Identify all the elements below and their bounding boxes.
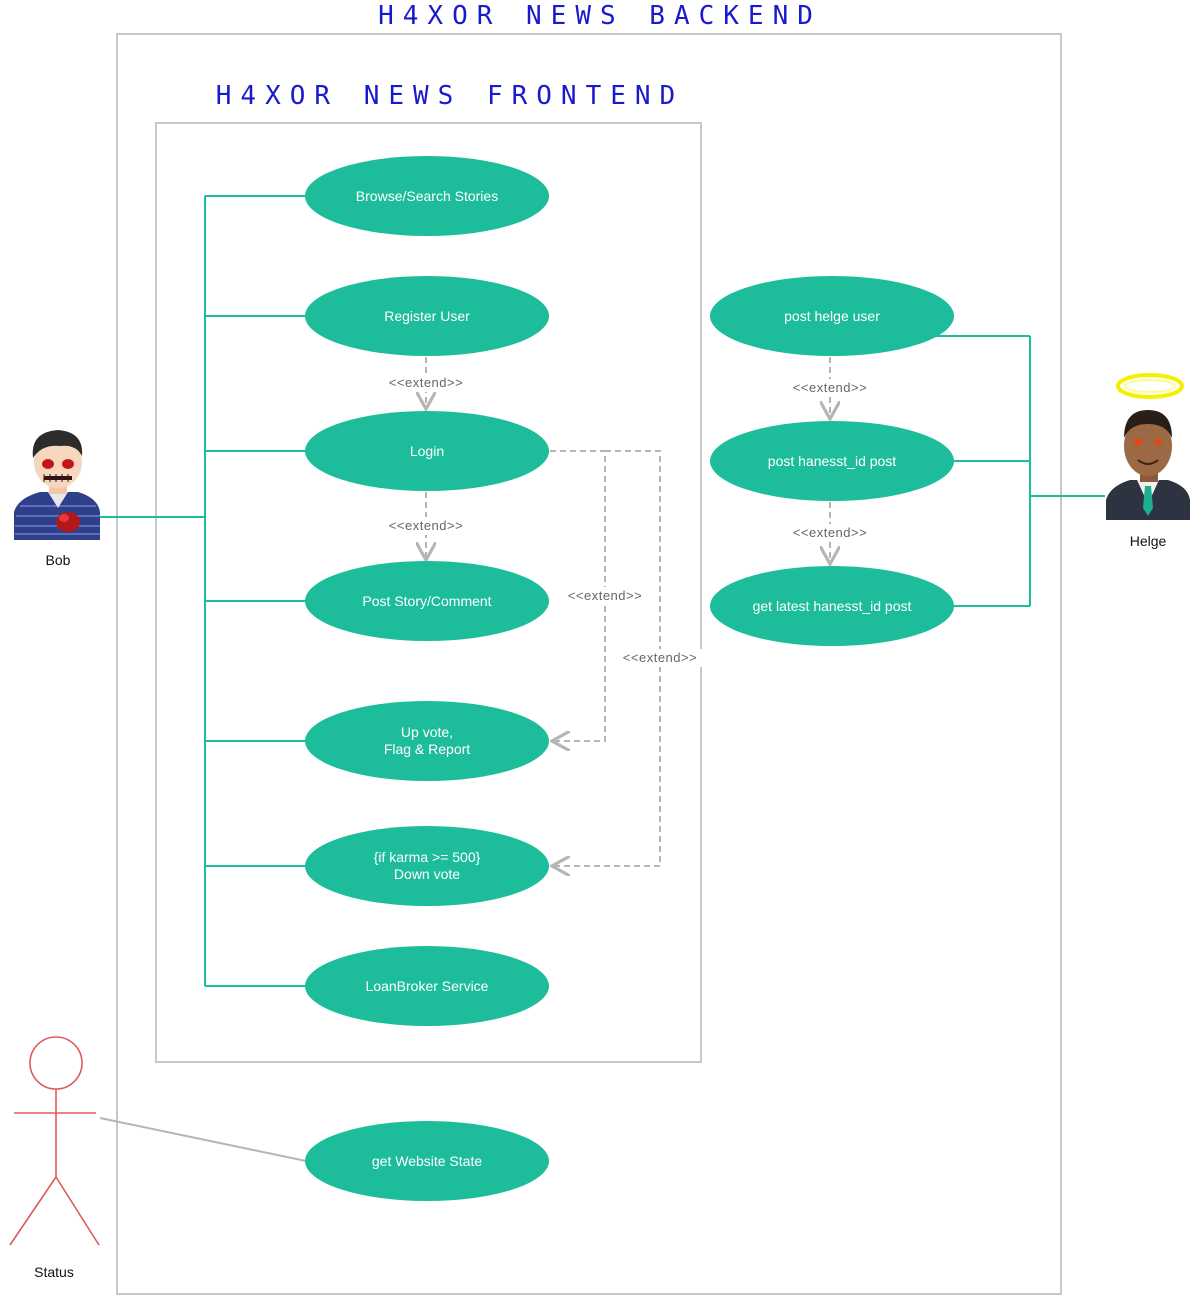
use-case-post-helge-user[interactable]: post helge user xyxy=(710,276,954,356)
extend-label-hanesst-latest: <<extend>> xyxy=(788,524,872,542)
actor-bob-label: Bob xyxy=(46,552,71,568)
svg-text:<<extend>>: <<extend>> xyxy=(793,525,867,540)
use-case-get-latest-hanesst-id-post[interactable]: get latest hanesst_id post xyxy=(710,566,954,646)
svg-text:get Website State: get Website State xyxy=(372,1153,482,1169)
use-case-loanbroker-service[interactable]: LoanBroker Service xyxy=(305,946,549,1026)
zombie-man-icon xyxy=(14,430,100,540)
use-case-post-hanesst-id-post[interactable]: post hanesst_id post xyxy=(710,421,954,501)
backend-boundary xyxy=(116,33,1062,1295)
svg-text:Up vote,: Up vote, xyxy=(401,724,453,740)
svg-text:Browse/Search Stories: Browse/Search Stories xyxy=(356,188,498,204)
use-case-upvote-flag-report[interactable]: Up vote, Flag & Report xyxy=(305,701,549,781)
use-case-login[interactable]: Login xyxy=(305,411,549,491)
use-case-post-story-comment[interactable]: Post Story/Comment xyxy=(305,561,549,641)
extend-label-login-post: <<extend>> xyxy=(384,517,468,535)
svg-text:<<extend>>: <<extend>> xyxy=(389,518,463,533)
status-association xyxy=(99,1117,307,1162)
svg-text:<<extend>>: <<extend>> xyxy=(623,650,697,665)
svg-text:LoanBroker Service: LoanBroker Service xyxy=(366,978,489,994)
extend-label-login-downvote: <<extend>> xyxy=(618,649,702,667)
use-case-browse-search-stories[interactable]: Browse/Search Stories xyxy=(305,156,549,236)
actor-bob[interactable]: Bob xyxy=(14,430,100,568)
angel-businessman-icon xyxy=(1106,373,1190,520)
actor-status-label: Status xyxy=(34,1264,74,1280)
helge-associations xyxy=(935,335,1105,607)
svg-text:Register User: Register User xyxy=(384,308,470,324)
bob-associations xyxy=(100,195,306,987)
svg-text:Flag & Report: Flag & Report xyxy=(384,741,470,757)
svg-text:post hanesst_id post: post hanesst_id post xyxy=(768,453,897,469)
svg-text:Down vote: Down vote xyxy=(394,866,460,882)
svg-text:post helge user: post helge user xyxy=(784,308,880,324)
svg-text:{if karma >= 500}: {if karma >= 500} xyxy=(374,849,481,865)
svg-text:<<extend>>: <<extend>> xyxy=(389,375,463,390)
backend-title: H4XOR NEWS BACKEND xyxy=(378,1,822,31)
svg-text:<<extend>>: <<extend>> xyxy=(793,380,867,395)
actor-helge[interactable]: Helge xyxy=(1106,373,1190,549)
frontend-boundary xyxy=(155,122,702,1063)
use-case-register-user[interactable]: Register User xyxy=(305,276,549,356)
actor-helge-label: Helge xyxy=(1130,533,1167,549)
frontend-title: H4XOR NEWS FRONTEND xyxy=(216,81,684,111)
svg-text:Post Story/Comment: Post Story/Comment xyxy=(362,593,491,609)
actor-status[interactable]: Status xyxy=(9,1036,100,1280)
extend-label-helge-hanesst: <<extend>> xyxy=(788,379,872,397)
svg-text:get latest hanesst_id post: get latest hanesst_id post xyxy=(753,598,912,614)
svg-text:<<extend>>: <<extend>> xyxy=(568,588,642,603)
extend-label-register-login: <<extend>> xyxy=(384,374,468,392)
use-case-down-vote[interactable]: {if karma >= 500} Down vote xyxy=(305,826,549,906)
use-case-get-website-state[interactable]: get Website State xyxy=(305,1121,549,1201)
extend-label-login-upvote: <<extend>> xyxy=(563,587,647,605)
stick-figure-icon xyxy=(9,1036,100,1246)
svg-text:Login: Login xyxy=(410,443,444,459)
